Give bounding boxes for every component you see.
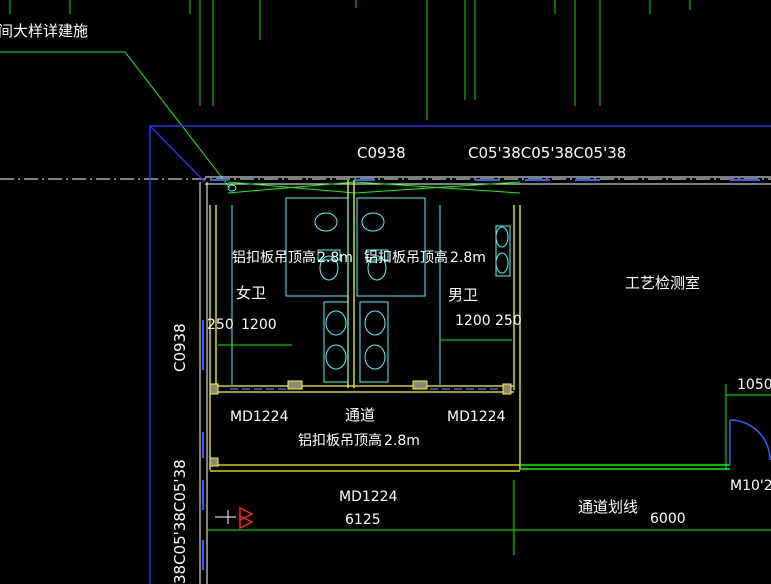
- dim-w-main: 1200: [241, 317, 277, 333]
- mens-ceiling-height: 2.8m: [450, 250, 486, 266]
- dim-passage-length: 6000: [650, 511, 686, 527]
- dimension-lines: [207, 339, 771, 555]
- toilet-fixtures: [227, 184, 511, 385]
- toilet-icon-2: [361, 212, 385, 232]
- title-fragment: 间大样详建施: [0, 22, 88, 40]
- title-leader-line: [0, 51, 231, 189]
- sink-icon: [325, 310, 347, 336]
- column-blocks: [209, 380, 512, 467]
- corridor-ceiling-height: 2.8m: [384, 433, 420, 449]
- corridor-name: 通道: [345, 406, 375, 424]
- door-label-bottom: MD1224: [339, 489, 398, 505]
- urinal-icon: [495, 226, 509, 248]
- window-label-left: C0938: [171, 323, 189, 372]
- sink-icon-2: [364, 310, 386, 336]
- door-label-left: MD1224: [230, 409, 289, 425]
- lab-room-name: 工艺检测室: [625, 274, 700, 292]
- window-label-top-right: C05'38C05'38C05'38: [468, 144, 626, 162]
- mens-room-name: 男卫: [448, 286, 478, 304]
- window-label-top-left: C0938: [357, 144, 406, 162]
- toilet-icon: [314, 212, 338, 232]
- dim-right-door: 1050: [737, 377, 771, 393]
- red-marker-icon: [239, 506, 254, 530]
- dim-m-right: 250: [495, 313, 522, 329]
- womens-ceiling-label: 铝扣板吊顶高: [232, 249, 316, 266]
- womens-ceiling-height: 2.8m: [317, 250, 353, 266]
- outer-boundary: [149, 125, 771, 584]
- window-leaders: [227, 181, 521, 194]
- right-door-symbol: [729, 419, 771, 465]
- dim-m-main: 1200: [455, 313, 491, 329]
- mens-ceiling-label: 铝扣板吊顶高: [364, 249, 448, 266]
- dim-w-left: 250: [207, 317, 234, 333]
- dim-corridor-width: 6125: [345, 512, 381, 528]
- top-gridlines: [9, 0, 691, 120]
- door-label-right: MD1224: [447, 409, 506, 425]
- lab-boundary: [520, 464, 730, 470]
- window-label-left-lower: 38C05'38C05'38: [171, 459, 189, 584]
- corridor-ceiling-label: 铝扣板吊顶高: [298, 432, 382, 449]
- womens-room-name: 女卫: [236, 284, 266, 302]
- door-label-right-edge: M10'2: [730, 478, 771, 494]
- passage-line-label: 通道划线: [578, 498, 638, 516]
